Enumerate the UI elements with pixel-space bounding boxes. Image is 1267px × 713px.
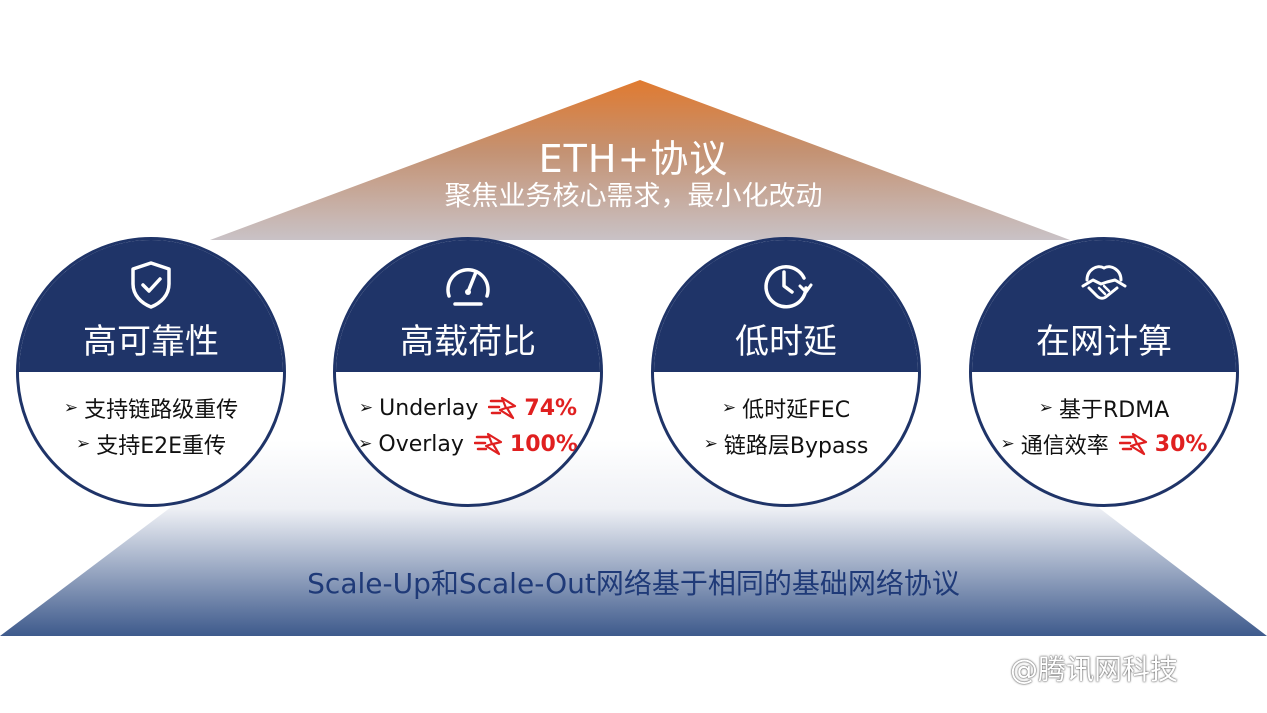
speed-boost-icon	[473, 432, 503, 456]
speedometer-icon	[446, 268, 490, 306]
item-text: 低时延FEC	[742, 398, 851, 423]
arrow-bullet-icon: ➢	[721, 398, 737, 418]
item-text: Underlay	[379, 395, 479, 421]
pillar-header: 在网计算	[972, 240, 1236, 372]
watermark: @腾讯网科技	[1010, 653, 1179, 686]
pillar-items: ➢ 支持链路级重传 ➢ 支持E2E重传	[19, 390, 283, 462]
arrow-bullet-icon: ➢	[358, 434, 373, 454]
pillar-item: ➢ 支持E2E重传	[19, 426, 283, 462]
item-text: 支持E2E重传	[96, 434, 227, 459]
roof-title: ETH+协议	[538, 137, 729, 181]
arrow-bullet-icon: ➢	[63, 398, 79, 418]
pillar-low-latency: 低时延 ➢ 低时延FEC ➢ 链路层Bypass	[651, 237, 921, 507]
speed-boost-icon	[1118, 432, 1147, 456]
item-text: Overlay	[378, 431, 464, 457]
pillar-item: ➢ 支持链路级重传	[19, 390, 283, 426]
arrow-bullet-icon: ➢	[75, 434, 91, 454]
pillar-item: ➢ 低时延FEC	[654, 390, 918, 426]
pillar-header: 低时延	[654, 240, 918, 372]
pillar-items: ➢ 基于RDMA ➢ 通信效率 30%	[972, 390, 1236, 462]
roof-triangle	[210, 80, 1070, 240]
arrow-bullet-icon: ➢	[1000, 434, 1015, 454]
pillar-items: ➢ 低时延FEC ➢ 链路层Bypass	[654, 390, 918, 462]
arrow-bullet-icon: ➢	[1038, 398, 1053, 418]
roof-subtitle: 聚焦业务核心需求，最小化改动	[444, 181, 823, 212]
base-trapezoid	[0, 440, 1267, 636]
pillar-item: ➢ 基于RDMA	[972, 390, 1236, 426]
pillar-title: 高可靠性	[83, 322, 219, 362]
pillar-title: 在网计算	[1036, 322, 1172, 362]
speed-boost-icon	[488, 396, 517, 420]
pillar-title: 低时延	[735, 322, 837, 362]
pillar-header: 高载荷比	[336, 240, 600, 372]
item-text: 通信效率	[1020, 434, 1109, 459]
pillar-item: ➢ 链路层Bypass	[654, 426, 918, 462]
item-text: 支持链路级重传	[84, 398, 239, 423]
pillar-in-network-compute: 在网计算 ➢ 基于RDMA ➢ 通信效率 30%	[969, 237, 1239, 507]
item-value: 74%	[524, 395, 578, 421]
pillar-reliability: 高可靠性 ➢ 支持链路级重传 ➢ 支持E2E重传	[16, 237, 286, 507]
pillar-title: 高载荷比	[400, 322, 536, 362]
item-text: 基于RDMA	[1058, 398, 1170, 423]
item-value: 100%	[509, 431, 578, 457]
pillar-header: 高可靠性	[19, 240, 283, 372]
arrow-bullet-icon: ➢	[358, 398, 374, 418]
shield-check-icon	[131, 261, 171, 309]
handshake-cloud-icon	[1081, 265, 1127, 300]
pillar-item: ➢ Overlay 100%	[336, 426, 600, 462]
pillar-items: ➢ Underlay 74% ➢ Overlay 100%	[336, 390, 600, 462]
pillar-item: ➢ 通信效率 30%	[972, 426, 1236, 462]
item-text: 链路层Bypass	[723, 434, 869, 459]
item-value: 30%	[1154, 431, 1208, 457]
pillar-item: ➢ Underlay 74%	[336, 390, 600, 426]
clock-icon	[764, 265, 813, 309]
pillar-payload-ratio: 高载荷比 ➢ Underlay 74% ➢ Overlay 100%	[333, 237, 603, 507]
base-caption: Scale-Up和Scale-Out网络基于相同的基础网络协议	[307, 567, 960, 600]
arrow-bullet-icon: ➢	[703, 434, 718, 454]
